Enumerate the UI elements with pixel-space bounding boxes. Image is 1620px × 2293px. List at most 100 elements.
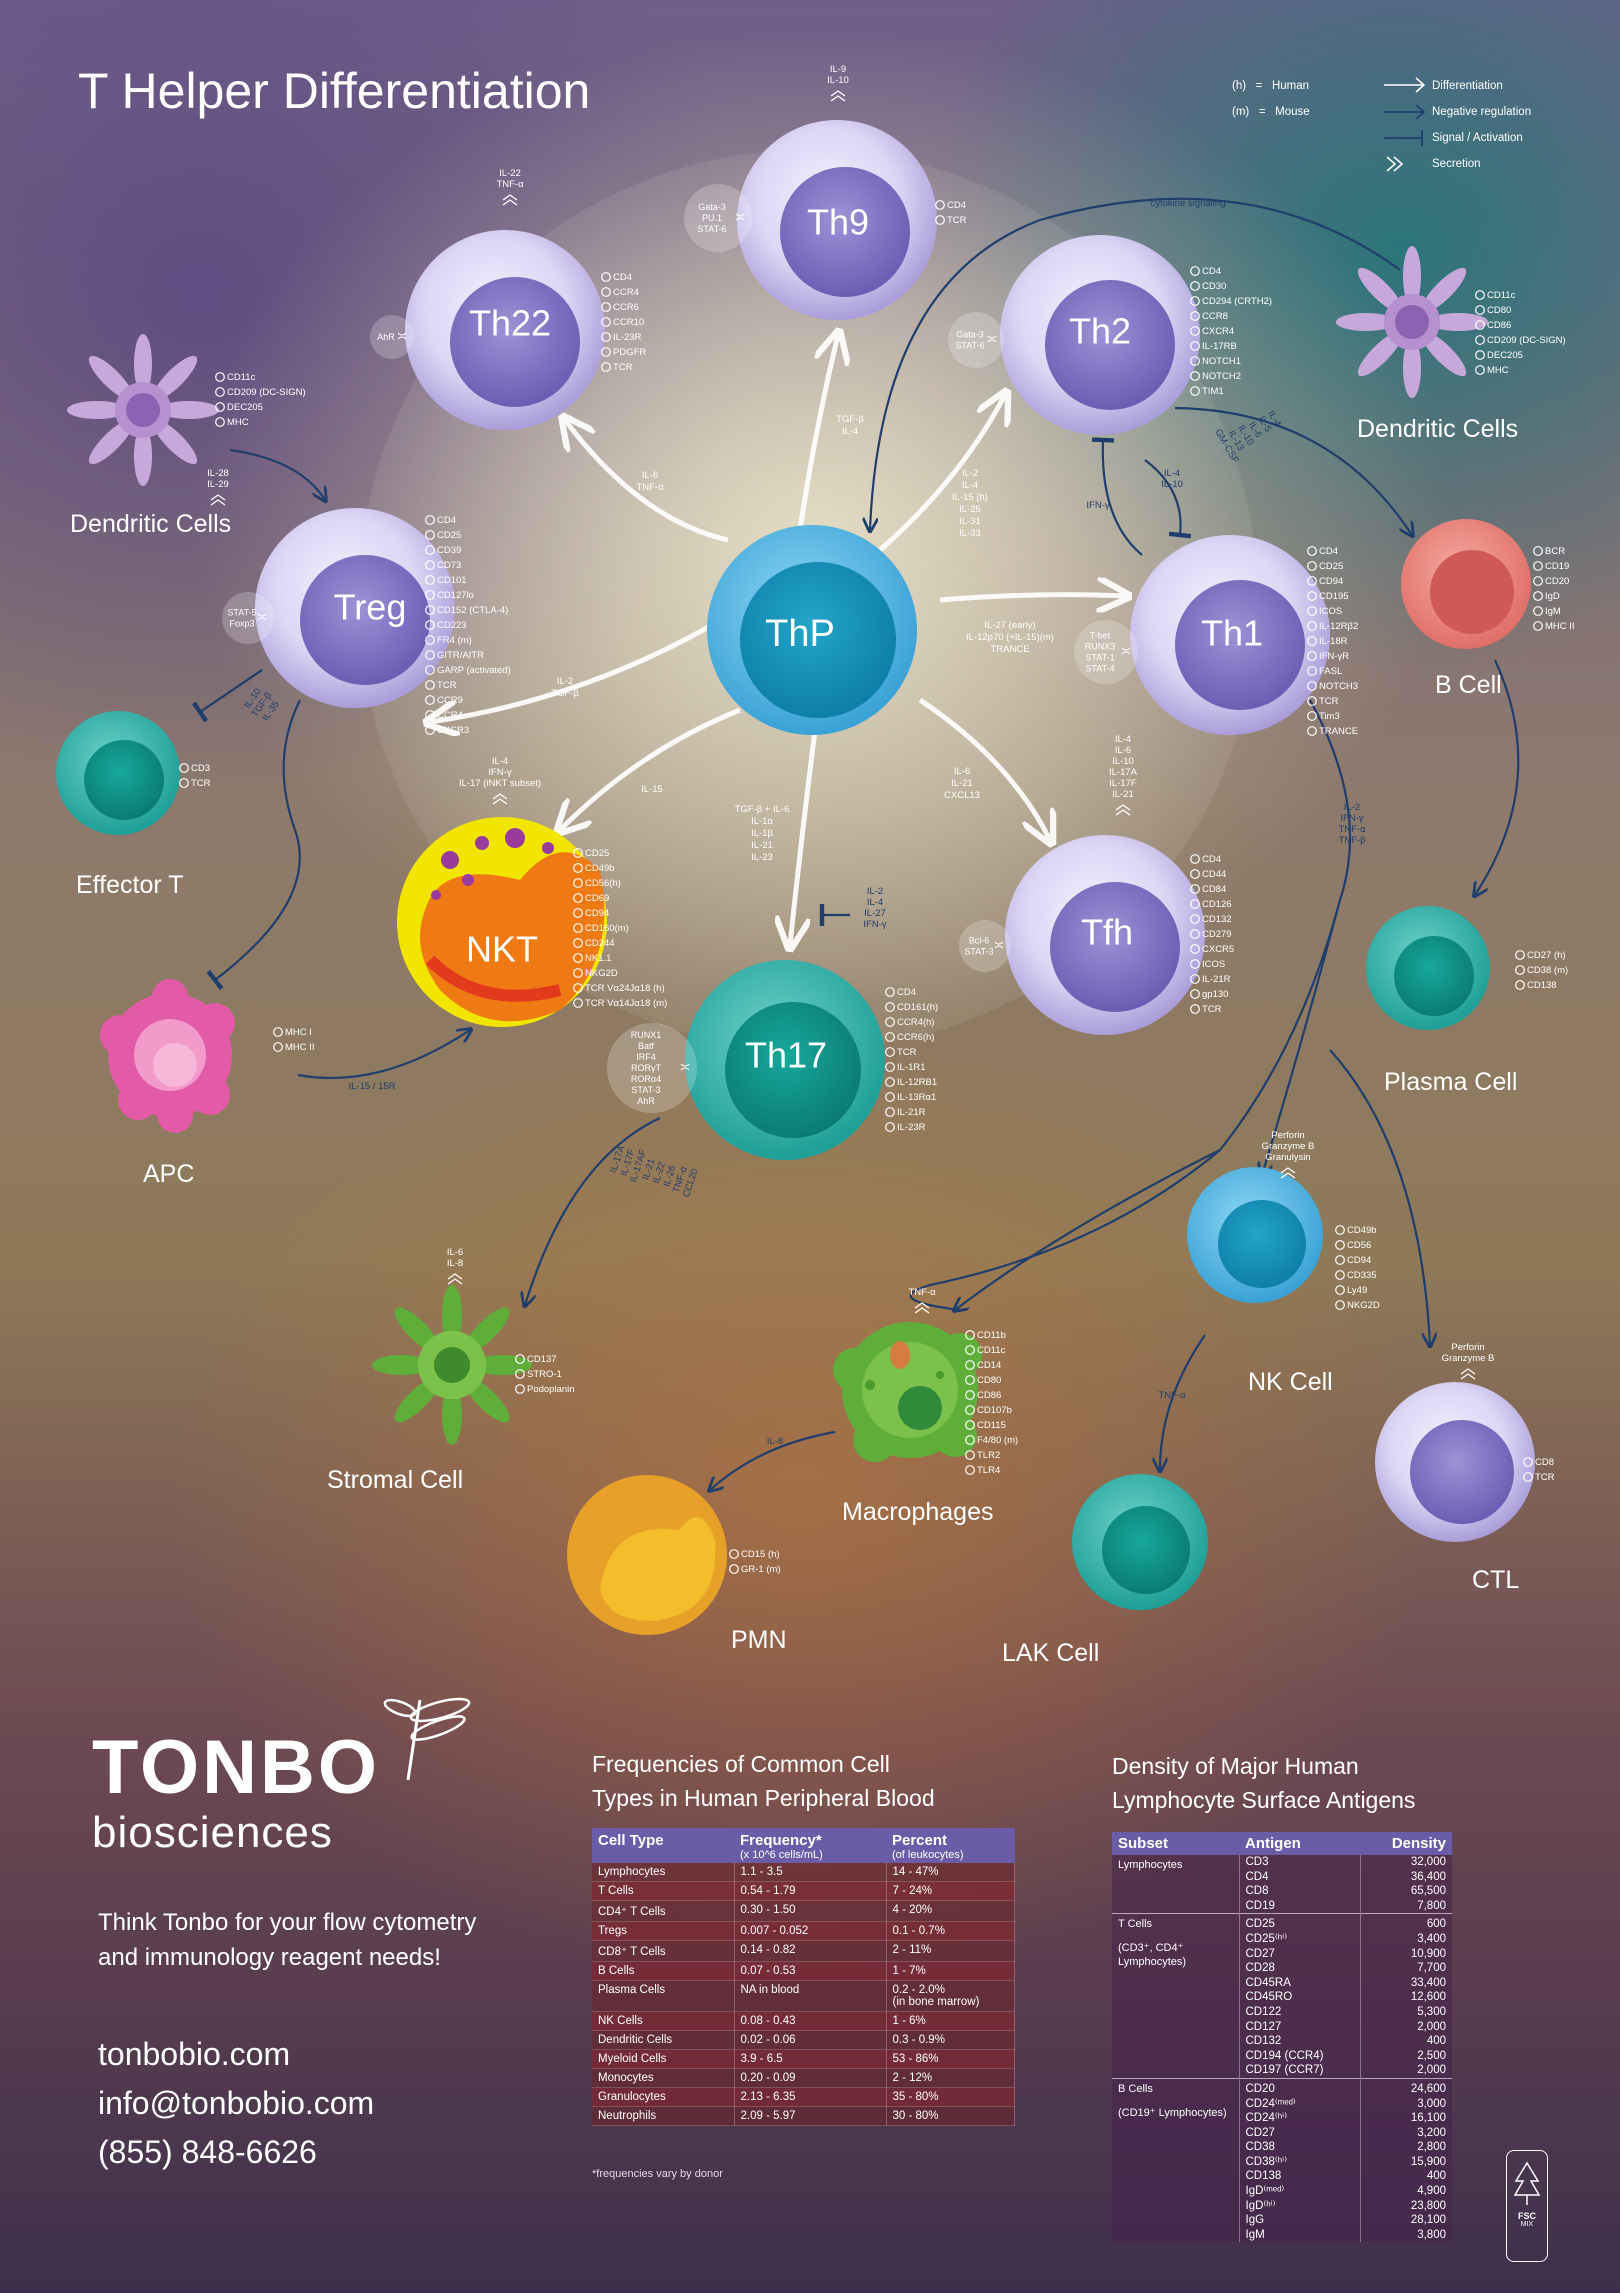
table-cell: Lymphocytes — [592, 1863, 735, 1882]
marker-label: IL-1R1 — [897, 1062, 926, 1073]
marker-label: CD195 — [1319, 591, 1349, 602]
thp-name: ThP — [765, 613, 835, 655]
marker-label: TCR — [1202, 1004, 1222, 1015]
freq-footnote: *frequencies vary by donor — [592, 2168, 723, 2180]
receptor-icon — [573, 893, 583, 903]
receptor-icon — [885, 1062, 895, 1072]
website-link[interactable]: tonbobio.com — [98, 2036, 291, 2072]
receptor-icon — [965, 1405, 975, 1415]
cell-th9: Th9 — [737, 120, 937, 320]
marker-label: GITR/AITR — [437, 650, 484, 661]
marker-label: TCR — [1319, 696, 1339, 707]
marker-label: IL-13Rα1 — [897, 1092, 936, 1103]
table-cell: 2.13 - 6.35 — [734, 2087, 887, 2107]
table-cell: CD4⁺ T Cells — [592, 1900, 735, 1922]
freq-header-cell-type: Cell Type — [592, 1828, 734, 1863]
receptor-icon — [885, 1002, 895, 1012]
marker-label: CD38 (m) — [1527, 965, 1568, 976]
marker-label: IL-18R — [1319, 636, 1348, 647]
legend-mouse: (m) = Mouse — [1232, 106, 1310, 118]
marker-label: CD30 — [1202, 281, 1226, 292]
receptor-icon — [273, 1042, 283, 1052]
receptor-icon — [425, 545, 435, 555]
marker-label: CD19 — [1545, 561, 1569, 572]
label-mac-pmn: IL-8 — [767, 1436, 783, 1447]
table-cell: 0.02 - 0.06 — [734, 2030, 887, 2050]
cell-plasma — [1366, 906, 1490, 1030]
marker-label: IL-17RB — [1202, 341, 1237, 352]
receptor-icon — [601, 332, 611, 342]
freq-header-frequency: Frequency*(x 10^6 cells/mL) — [734, 1828, 886, 1863]
table-cell: 0.54 - 1.79 — [734, 1881, 887, 1901]
legend-negative-regulation: Negative regulation — [1432, 106, 1532, 118]
receptor-icon — [1307, 621, 1317, 631]
receptor-icon — [425, 680, 435, 690]
receptor-icon — [1475, 350, 1485, 360]
marker-label: CD335 — [1347, 1270, 1377, 1281]
receptor-icon — [1523, 1472, 1533, 1482]
marker-label: F4/80 (m) — [977, 1435, 1018, 1446]
marker-label: TIM1 — [1202, 386, 1224, 397]
receptor-icon — [885, 987, 895, 997]
effector-t-label: Effector T — [76, 871, 183, 899]
marker-label: CD4 — [1319, 546, 1338, 557]
marker-label: GR-1 (m) — [741, 1564, 781, 1575]
marker-label: TCR — [437, 680, 457, 691]
arrow-th1-down — [909, 699, 1352, 1312]
table-cell: NK Cells — [592, 2011, 735, 2031]
receptor-icon — [573, 953, 583, 963]
cell-dc-right — [1336, 246, 1488, 398]
arrow-to-treg — [430, 622, 714, 722]
th22-name: Th22 — [469, 303, 551, 344]
email-link[interactable]: info@tonbobio.com — [98, 2085, 375, 2121]
cell-nkt: NKT — [397, 817, 607, 1027]
dc-right-label: Dendritic Cells — [1357, 415, 1518, 443]
double-chevron-icon — [492, 793, 508, 805]
marker-label: CD223 — [437, 620, 467, 631]
marker-label: CD4 — [1202, 854, 1221, 865]
label-treg-effector: IL-10TGF-βIL-35 — [242, 687, 281, 724]
table-cell: 1 - 7% — [886, 1961, 1015, 1981]
marker-label: CCR4 — [613, 287, 639, 298]
receptor-icon — [273, 1027, 283, 1037]
receptor-icon — [965, 1450, 975, 1460]
marker-label: CD11c — [977, 1345, 1006, 1356]
dna-icon — [735, 213, 745, 221]
th9-name: Th9 — [807, 202, 869, 243]
table-cell: B Cells — [592, 1961, 735, 1981]
marker-label: CD101 — [437, 575, 467, 586]
receptor-icon — [1335, 1270, 1345, 1280]
marker-label: CD3 — [191, 763, 210, 774]
cell-tfh: Tfh — [1005, 835, 1205, 1035]
marker-label: NK1.1 — [585, 953, 611, 964]
receptor-icon — [885, 1122, 895, 1132]
receptor-icon — [425, 515, 435, 525]
double-chevron-icon — [1386, 156, 1404, 172]
marker-label: gp130 — [1202, 989, 1228, 1000]
marker-label: TLR4 — [977, 1465, 1000, 1476]
subset-cell: Lymphocytes — [1112, 1855, 1240, 1914]
marker-label: MHC — [227, 417, 249, 428]
marker-label: CD94 — [1319, 576, 1343, 587]
receptor-icon — [573, 908, 583, 918]
marker-label: CD160(m) — [585, 923, 629, 934]
dna-icon — [257, 613, 267, 621]
receptor-icon — [515, 1354, 525, 1364]
marker-label: CD49b — [585, 863, 615, 874]
